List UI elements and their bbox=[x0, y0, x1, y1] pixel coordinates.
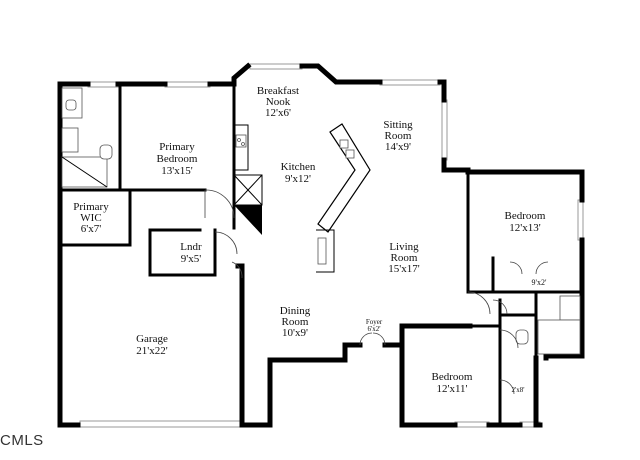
primary-bath-fixtures bbox=[61, 87, 113, 188]
primary-bedroom-name-1: Primary bbox=[159, 141, 195, 153]
room-label-kitchen: Kitchen 9'x12' bbox=[281, 161, 316, 185]
kitchen-island bbox=[316, 123, 371, 273]
dining-room-dim: 10'x9' bbox=[282, 327, 308, 339]
foyer-name: Foyer bbox=[366, 318, 383, 326]
bedroom-right-name: Bedroom bbox=[505, 210, 546, 222]
room-label-dining-room: Dining Room 10'x9' bbox=[280, 305, 311, 339]
kitchen-name: Kitchen bbox=[281, 161, 316, 173]
primary-wic-dim: 6'x7' bbox=[81, 223, 101, 235]
living-room-name-2: Room bbox=[391, 252, 418, 264]
foyer-dim: 6'x2' bbox=[367, 325, 380, 333]
room-label-closet-right: 9'x2' bbox=[532, 278, 547, 287]
watermark-text: CMLS bbox=[0, 432, 44, 449]
room-label-primary-bedroom: Primary Bedroom 13'x15' bbox=[157, 141, 198, 177]
bedroom-bottom-dim: 12'x11' bbox=[436, 383, 467, 395]
kitchen-counters bbox=[233, 124, 263, 235]
breakfast-nook-name-2: Nook bbox=[266, 96, 291, 108]
bedroom-bottom-name: Bedroom bbox=[432, 371, 473, 383]
sitting-room-name-1: Sitting bbox=[383, 119, 413, 131]
breakfast-nook-dim: 12'x6' bbox=[265, 107, 291, 119]
closet-bottom-dim: 2'x8' bbox=[511, 386, 524, 394]
right-bath-fixtures bbox=[515, 295, 581, 355]
fireplace-icon bbox=[234, 205, 262, 235]
room-label-foyer: Foyer 6'x2' bbox=[366, 318, 383, 333]
exterior-walls bbox=[57, 62, 585, 428]
room-label-primary-wic: Primary WIC 6'x7' bbox=[73, 201, 109, 235]
primary-wic-name-2: WIC bbox=[80, 212, 101, 224]
laundry-dim: 9'x5' bbox=[181, 253, 201, 265]
garage-dim: 21'x22' bbox=[136, 345, 167, 357]
room-label-laundry: Lndr 9'x5' bbox=[180, 241, 202, 265]
bedroom-right-dim: 12'x13' bbox=[509, 222, 540, 234]
sitting-room-dim: 14'x9' bbox=[385, 141, 411, 153]
room-label-bedroom-bottom: Bedroom 12'x11' bbox=[432, 371, 473, 395]
room-label-living-room: Living Room 15'x17' bbox=[388, 241, 419, 275]
closet-right-dim: 9'x2' bbox=[532, 278, 547, 287]
primary-bedroom-name-2: Bedroom bbox=[157, 153, 198, 165]
laundry-name: Lndr bbox=[180, 241, 202, 253]
primary-wic-name-1: Primary bbox=[73, 201, 109, 213]
sitting-room-name-2: Room bbox=[385, 130, 412, 142]
living-room-dim: 15'x17' bbox=[388, 263, 419, 275]
breakfast-nook-name-1: Breakfast bbox=[257, 85, 299, 97]
living-room-name-1: Living bbox=[389, 241, 419, 253]
room-label-breakfast-nook: Breakfast Nook 12'x6' bbox=[257, 85, 299, 119]
kitchen-dim: 9'x12' bbox=[285, 173, 311, 185]
room-label-closet-bottom: 2'x8' bbox=[511, 386, 524, 394]
room-label-garage: Garage 21'x22' bbox=[136, 333, 168, 357]
door-swings bbox=[204, 189, 549, 395]
dining-room-name-2: Room bbox=[282, 316, 309, 328]
garage-name: Garage bbox=[136, 333, 168, 345]
primary-bedroom-dim: 13'x15' bbox=[161, 165, 192, 177]
room-label-bedroom-right: Bedroom 12'x13' bbox=[505, 210, 546, 234]
windows bbox=[79, 63, 584, 428]
dining-room-name-1: Dining bbox=[280, 305, 311, 317]
room-label-sitting-room: Sitting Room 14'x9' bbox=[383, 119, 413, 153]
interior-walls bbox=[58, 82, 584, 427]
